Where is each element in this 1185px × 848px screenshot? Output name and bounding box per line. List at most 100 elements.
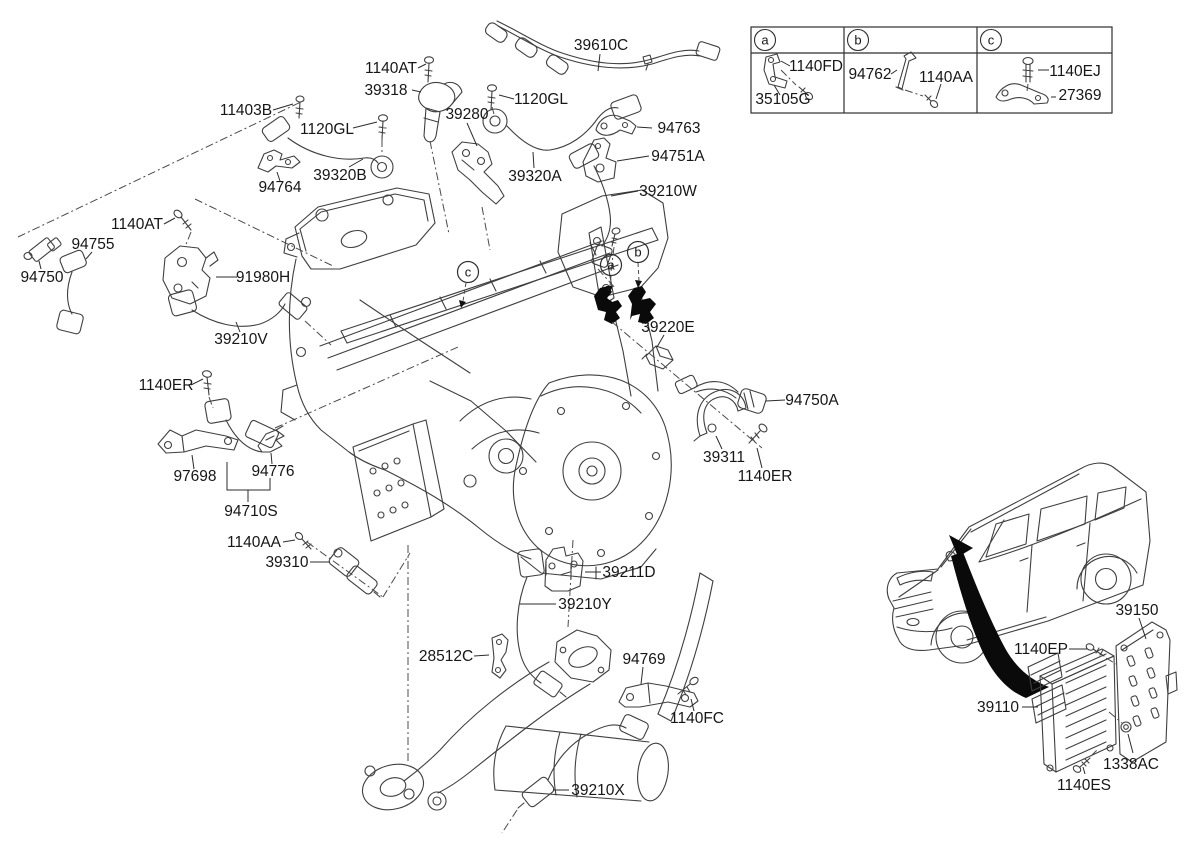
part-94776-clip — [257, 429, 285, 453]
part-label-97698: 97698 — [173, 468, 216, 485]
harness-clips-a-b — [594, 286, 656, 324]
leader-lines — [38, 53, 1147, 791]
part-label-94751A: 94751A — [651, 148, 705, 165]
part-label-39318: 39318 — [364, 82, 407, 99]
inset-table — [750, 26, 1113, 114]
inset-cell-a-icons — [763, 53, 814, 101]
part-39610C-wire-set — [484, 20, 721, 75]
part-label-39280: 39280 — [445, 106, 488, 123]
part-1140ER-bolt-left — [201, 370, 213, 396]
part-39211D-bracket — [544, 546, 584, 592]
part-label-1140AT-left: 1140AT — [111, 216, 164, 233]
part-39320A-knock-sensor — [482, 94, 642, 151]
callout-c-letter: c — [465, 265, 472, 280]
part-1140AA-bolt-left — [294, 531, 312, 550]
inset-header-a: a — [761, 33, 769, 48]
callout-b-letter: b — [634, 245, 641, 260]
part-label-39150: 39150 — [1115, 602, 1158, 619]
part-39320B-knock-sensor — [261, 116, 394, 179]
part-label-39210W: 39210W — [639, 183, 697, 200]
part-label-94776: 94776 — [251, 463, 294, 480]
part-label-1140FC: 1140FC — [670, 710, 724, 727]
engine-block-drawing — [280, 187, 672, 580]
part-label-94755: 94755 — [71, 236, 114, 253]
part-label-11403B: 11403B — [220, 102, 272, 119]
part-label-94769: 94769 — [622, 651, 665, 668]
part-94755-sensor-cable — [56, 249, 87, 335]
part-label-39320B: 39320B — [313, 167, 366, 184]
part-label-39210X: 39210X — [571, 782, 625, 799]
part-label-1120GL-left: 1120GL — [300, 121, 354, 138]
exhaust-manifold-drawing — [361, 572, 714, 811]
inset-label-27369: 27369 — [1058, 87, 1101, 104]
part-1140AT-bolt-top — [423, 56, 435, 83]
part-91980H-bracket — [162, 245, 219, 305]
part-label-39610C: 39610C — [574, 37, 628, 54]
part-label-94763: 94763 — [657, 120, 700, 137]
part-1120GL-bolt-mid — [486, 84, 498, 111]
part-label-94750: 94750 — [20, 269, 63, 286]
part-39311-bracket — [693, 389, 747, 442]
part-label-28512C: 28512C — [419, 648, 473, 665]
part-94710S-sensor — [204, 398, 284, 453]
part-94750A-sensor-cable — [674, 374, 767, 414]
part-label-1120GL-mid: 1120GL — [514, 91, 568, 108]
part-39210X-oxygen-sensor — [517, 714, 649, 809]
part-label-39210Y: 39210Y — [558, 596, 611, 613]
assembly-guide-lines — [17, 69, 1123, 834]
part-label-94710S: 94710S — [224, 503, 277, 520]
part-1140ES-bolt — [1072, 757, 1091, 773]
part-97698-bracket — [157, 429, 239, 454]
inset-part-labels: 1140FD 35105G 94762 1140AA 1140EJ 27369 — [755, 58, 1101, 108]
part-label-1140ER-right: 1140ER — [738, 468, 793, 485]
part-39210V-oxygen-sensor — [167, 289, 308, 327]
part-label-39311: 39311 — [703, 449, 745, 466]
part-label-1338AC: 1338AC — [1103, 756, 1159, 773]
part-94769-bracket — [618, 682, 699, 708]
inset-header-c: c — [988, 33, 995, 48]
callout-a: a — [599, 253, 623, 293]
part-39310-crank-sensor — [328, 547, 381, 598]
inset-label-1140EJ: 1140EJ — [1049, 63, 1100, 80]
part-label-39320A: 39320A — [508, 168, 562, 185]
part-label-1140ER-left: 1140ER — [139, 377, 194, 394]
part-label-39211D: 39211D — [602, 564, 655, 581]
part-label-1140AA-left: 1140AA — [227, 534, 282, 551]
part-94764-bracket — [257, 149, 301, 173]
inset-cell-b-icons — [895, 51, 939, 108]
part-label-39310: 39310 — [265, 554, 308, 571]
inset-label-94762: 94762 — [848, 66, 891, 83]
part-39150-bracket — [1115, 621, 1178, 763]
part-1140ER-bolt-right — [748, 423, 768, 444]
part-94763-bracket — [595, 114, 637, 136]
part-1140FC-bolt — [677, 676, 699, 696]
part-94750-sensor — [23, 237, 62, 262]
part-39220E-sensor — [641, 345, 674, 370]
part-label-1140AT-top: 1140AT — [365, 60, 418, 77]
part-label-39110: 39110 — [977, 699, 1019, 716]
part-labels: 39610C 1140AT 39318 11403B 1120GL 39280 … — [20, 37, 1159, 799]
part-39110-ecu — [1027, 648, 1117, 773]
part-1140EP-bolt — [1085, 643, 1105, 657]
part-39318-ignition-coil — [418, 81, 463, 143]
part-label-94764: 94764 — [258, 179, 301, 196]
part-39210Y-oxygen-sensor — [516, 548, 567, 698]
part-label-1140EP: 1140EP — [1014, 641, 1068, 658]
part-label-94750A: 94750A — [785, 392, 839, 409]
inset-label-1140AA: 1140AA — [919, 69, 974, 86]
inset-label-1140FD: 1140FD — [789, 58, 843, 75]
part-28512C-bracket — [491, 633, 509, 679]
part-label-39220E: 39220E — [641, 319, 694, 336]
vehicle-drawing — [886, 462, 1151, 664]
part-label-39210V: 39210V — [214, 331, 268, 348]
location-arrow — [949, 535, 1049, 698]
callout-c: c — [456, 260, 480, 308]
part-94751A-bracket — [582, 137, 617, 183]
part-label-1140ES: 1140ES — [1057, 777, 1111, 794]
part-1338AC-nut — [1120, 721, 1132, 733]
part-11403B-bolt — [295, 95, 305, 119]
inset-cell-c-icons — [995, 56, 1049, 105]
part-label-91980H: 91980H — [236, 269, 290, 286]
